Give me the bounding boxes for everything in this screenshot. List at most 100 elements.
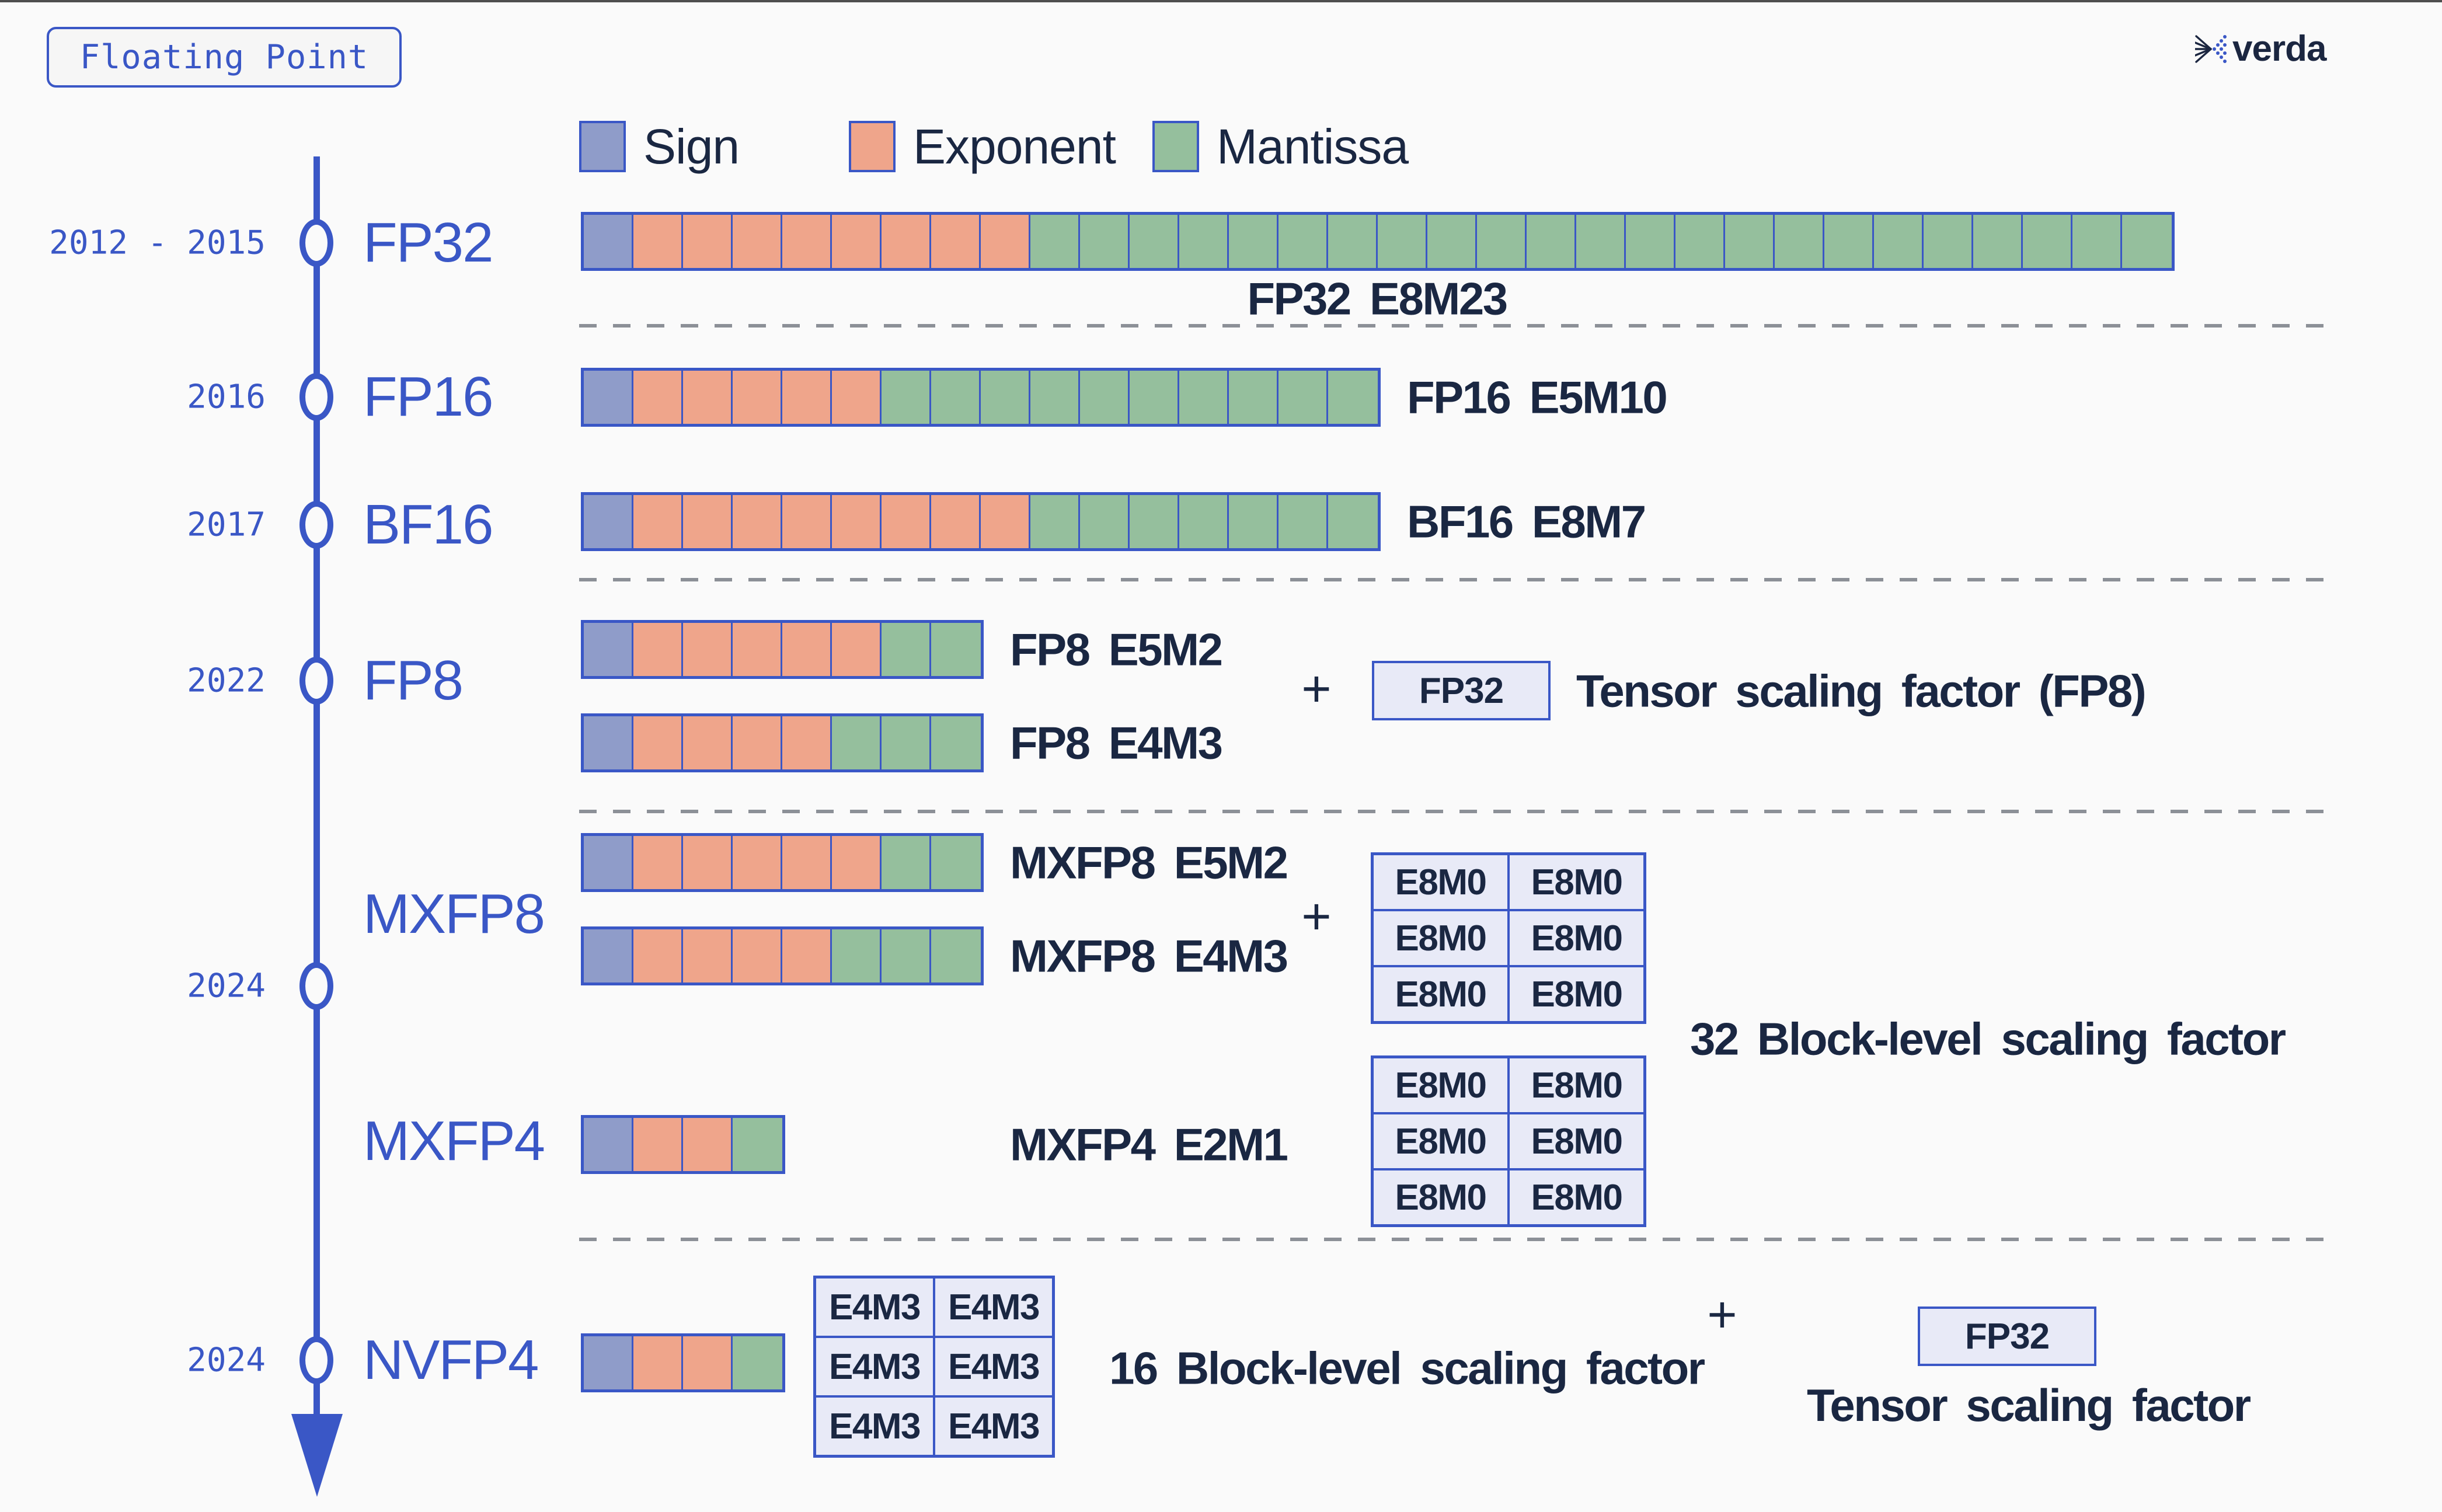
mantissa-bit-cell: [931, 836, 981, 889]
exponent-bit-cell: [782, 929, 832, 983]
fp8-tensor-scale-label: Tensor scaling factor (FP8): [1576, 665, 2147, 717]
exponent-bit-cell: [733, 495, 782, 548]
plus-sign-fp8: +: [1301, 660, 1332, 717]
exponent-bit-cell: [931, 495, 981, 548]
fp32-scale-box-nv: FP32: [1918, 1307, 2096, 1366]
bitbar-fp16: [581, 368, 1381, 427]
mantissa-bit-cell: [1279, 495, 1328, 548]
badge-label: Floating Point: [79, 38, 369, 76]
mantissa-bit-cell: [931, 929, 981, 983]
scale-grid-cell: E8M0: [1509, 1169, 1645, 1225]
timeline-node-fp32: [299, 219, 333, 267]
sign-bit-cell: [584, 623, 633, 676]
mantissa-bit-cell: [882, 371, 931, 424]
fp32-scale-box-label: FP32: [1419, 670, 1504, 711]
fp32-scale-box-nv-label: FP32: [1964, 1316, 2050, 1357]
exponent-bit-cell: [733, 215, 782, 268]
plus-sign-mx: +: [1301, 887, 1332, 945]
mantissa-bit-cell: [1229, 495, 1279, 548]
bitbar-caption-mxfp8-e5m2: MXFP8 E5M2: [1010, 837, 1288, 889]
legend-item-sign: Sign: [579, 119, 740, 174]
exponent-bit-cell: [832, 371, 882, 424]
mantissa-bit-cell: [1675, 215, 1725, 268]
timeline-year-mx: 2024: [187, 967, 266, 1005]
bitbar-caption-fp32: FP32 E8M23: [1247, 273, 1508, 325]
mantissa-bit-cell: [733, 1118, 782, 1171]
exponent-bit-cell: [733, 836, 782, 889]
exponent-bit-cell: [782, 623, 832, 676]
verda-logo: verda: [2195, 28, 2326, 69]
dashed-separator: [579, 578, 2325, 581]
mantissa-bit-cell: [1576, 215, 1626, 268]
dashed-separator: [579, 1238, 2325, 1241]
legend-item-exponent: Exponent: [849, 119, 1116, 174]
timeline-year-nvfp4: 2024: [187, 1341, 266, 1379]
nv-tensor-scale-label: Tensor scaling factor: [1807, 1379, 2251, 1431]
sign-bit-cell: [584, 371, 633, 424]
bitbar-mxfp8-e4m3: [581, 926, 984, 985]
mantissa-bit-cell: [1179, 215, 1229, 268]
scale-grid-cell: E4M3: [815, 1337, 934, 1396]
mantissa-bit-cell: [1328, 495, 1378, 548]
mantissa-bit-cell: [1080, 495, 1130, 548]
mantissa-bit-cell: [882, 836, 931, 889]
timeline-node-fp16: [299, 373, 333, 421]
mantissa-bit-cell: [931, 371, 981, 424]
scale-grid-cell: E8M0: [1372, 966, 1509, 1022]
exponent-bit-cell: [832, 215, 882, 268]
exponent-bit-cell: [981, 495, 1030, 548]
exponent-bit-cell: [931, 215, 981, 268]
mantissa-bit-cell: [1279, 215, 1328, 268]
scale-grid-cell: E4M3: [934, 1396, 1053, 1456]
exponent-bit-cell: [782, 371, 832, 424]
scale-grid-cell: E8M0: [1372, 1113, 1509, 1169]
legend-item-mantissa: Mantissa: [1152, 119, 1409, 174]
exponent-bit-cell: [633, 371, 683, 424]
sign-bit-cell: [584, 716, 633, 769]
exponent-bit-cell: [782, 716, 832, 769]
bitbar-mxfp4: [581, 1115, 785, 1174]
mantissa-bit-cell: [1179, 371, 1229, 424]
mantissa-bit-cell: [1279, 371, 1328, 424]
exponent-bit-cell: [683, 1118, 733, 1171]
mantissa-bit-cell: [1427, 215, 1477, 268]
exponent-bit-cell: [782, 836, 832, 889]
format-label-mxfp8: MXFP8: [363, 883, 545, 945]
timeline-year-fp32: 2012 - 2015: [49, 224, 266, 262]
exponent-bit-cell: [832, 623, 882, 676]
scale-grid-cell: E8M0: [1509, 1113, 1645, 1169]
mantissa-bit-cell: [981, 371, 1030, 424]
scale-grid-cell: E8M0: [1509, 854, 1645, 910]
exponent-bit-cell: [633, 836, 683, 889]
mantissa-bit-cell: [882, 623, 931, 676]
exponent-bit-cell: [683, 215, 733, 268]
format-label-nvfp4: NVFP4: [363, 1329, 539, 1391]
mantissa-bit-cell: [1824, 215, 1874, 268]
format-label-mxfp4: MXFP4: [363, 1110, 545, 1172]
sign-bit-cell: [584, 215, 633, 268]
bitbar-caption-fp16: FP16 E5M10: [1407, 371, 1668, 423]
mantissa-bit-cell: [1626, 215, 1675, 268]
mantissa-bit-cell: [1229, 215, 1279, 268]
bitbar-caption-mxfp4: MXFP4 E2M1: [1010, 1119, 1288, 1170]
timeline-node-nvfp4: [299, 1336, 333, 1384]
legend-label-exponent: Exponent: [913, 119, 1116, 174]
bitbar-caption-bf16: BF16 E8M7: [1407, 496, 1646, 548]
sign-bit-cell: [584, 1118, 633, 1171]
exponent-bit-cell: [683, 716, 733, 769]
exponent-bit-cell: [633, 1118, 683, 1171]
mantissa-bit-cell: [1130, 371, 1179, 424]
mantissa-bit-cell: [1775, 215, 1824, 268]
mantissa-swatch: [1152, 121, 1199, 172]
exponent-bit-cell: [633, 1336, 683, 1389]
mantissa-bit-cell: [1874, 215, 1924, 268]
bitbar-nvfp4: [581, 1333, 785, 1392]
bitbar-caption-fp8-e5m2: FP8 E5M2: [1010, 623, 1223, 675]
exponent-bit-cell: [683, 371, 733, 424]
exponent-bit-cell: [882, 495, 931, 548]
sign-bit-cell: [584, 1336, 633, 1389]
mantissa-bit-cell: [931, 716, 981, 769]
